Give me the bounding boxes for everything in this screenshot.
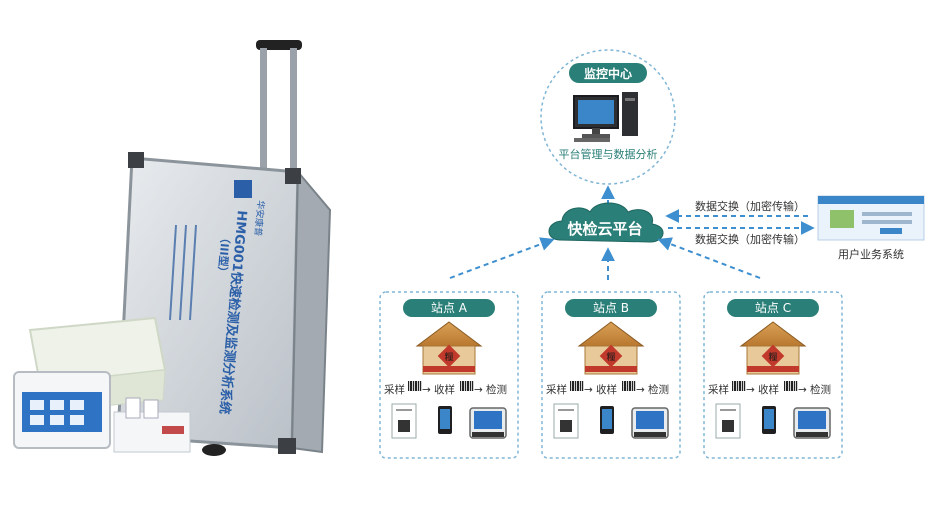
detector-device-icon [469,407,507,439]
barcode-icon [622,381,636,391]
brand-logo [234,180,252,198]
flow-detect: 检测 [810,383,831,396]
exchange-bottom-label: 数据交换（加密传输） [695,232,805,246]
sample-form-icon [715,403,741,439]
monitor-center-caption: 平台管理与数据分析 [559,147,658,161]
user-system-field [862,220,912,224]
screen-tile [30,400,44,410]
flow-detect: 检测 [648,383,669,396]
station-badge [403,299,495,317]
screen-tile [70,400,84,410]
suitcase-wheel [202,444,226,456]
sample-form-icon [553,403,579,439]
screen-tile [50,415,64,425]
phone-icon [762,406,776,434]
granary-badge-text: 糧 [768,351,777,363]
screen-tile [50,400,64,410]
cloud-platform: 快检云平台 [548,202,664,243]
station-badge [565,299,657,317]
flow-detect: 检测 [486,383,507,396]
flow-sample: 采样 [546,383,567,396]
reagent-bottle [143,399,159,419]
flow-arrow: → [422,384,431,396]
user-system-titlebar [818,196,924,204]
barcode-icon [570,381,584,391]
analyzer-screen [22,392,102,432]
flow-arrow: → [746,384,755,396]
detector-device-icon [793,407,831,439]
phone-icon [600,406,614,434]
screen-tile [30,415,44,425]
granary-icon: 糧 [739,321,807,375]
monitor-center-label: 监控中心 [584,66,632,81]
station-label: 站点 C [755,301,791,315]
exchange-top-label: 数据交换（加密传输） [695,199,805,213]
user-system-field [862,212,912,216]
user-system: 用户业务系统 [817,195,925,261]
granary-badge-text: 糧 [606,351,615,363]
user-system-label: 用户业务系统 [838,247,904,261]
suitcase-corner-3 [278,438,296,454]
monitor-center-badge [569,63,647,83]
cloud-label: 快检云平台 [567,220,642,238]
sample-form-icon [391,403,417,439]
monitor-center: 监控中心 平台管理与数据分析 [540,49,676,185]
barcode-icon [784,381,798,391]
barcode-icon [732,381,746,391]
suitcase-handle [256,40,302,50]
granary-icon: 糧 [577,321,645,375]
station-label: 站点 B [593,301,629,315]
suitcase-handle-pole-right [290,48,297,168]
barcode-icon [408,381,422,391]
product-photo: HMG001快速检测及监测分析系统 （III型） 华安康普 [13,40,332,456]
barcode-icon [460,381,474,391]
flow-arrow: → [474,384,483,396]
flow-receive: 收样 [596,383,617,396]
case-text-line [179,224,187,321]
flow-arrow: → [636,384,645,396]
user-system-button [880,228,902,234]
case-text-line [189,224,197,321]
flow-sample: 采样 [384,383,405,396]
detector-device-icon [631,407,669,439]
screen-tile [70,415,84,425]
station-badge [727,299,819,317]
flow-receive: 收样 [758,383,779,396]
flow-sample: 采样 [708,383,729,396]
suitcase-model: （III型） [215,232,233,278]
granary-icon: 糧 [415,321,483,375]
computer-icon [573,92,638,142]
granary-badge-text: 糧 [444,351,453,363]
flow-arrow: → [584,384,593,396]
suitcase-side [290,169,332,454]
user-system-logo [830,210,854,228]
suitcase-corner-1 [128,152,144,168]
case-text-line [169,224,177,321]
station-label: 站点 A [431,301,468,315]
suitcase-corner-2 [285,168,301,184]
reagent-bottle [125,397,141,419]
flow-receive: 收样 [434,383,455,396]
suitcase-handle-pole-left [260,48,267,168]
cloud-shape [548,202,664,243]
phone-icon [438,406,452,434]
suitcase-brand: 华安康普 [252,200,267,237]
arrow-station-a-to-cloud [449,237,555,279]
reagent-strip [162,426,184,434]
flow-arrow: → [798,384,807,396]
